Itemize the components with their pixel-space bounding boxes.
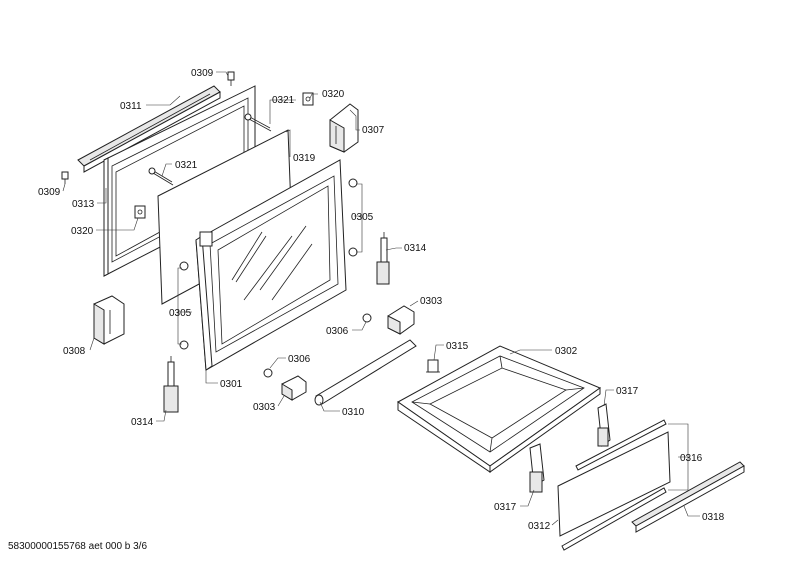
part-0314-hinge-right (376, 232, 390, 285)
part-0314-hinge-left (163, 356, 179, 413)
label-0306-left: 0306 (288, 354, 311, 365)
label-0320-top: 0320 (322, 89, 345, 100)
part-0308-bracket (93, 295, 125, 345)
label-0317-right: 0317 (616, 386, 639, 397)
label-0302: 0302 (555, 346, 578, 357)
part-0320-clip-top (302, 92, 314, 106)
part-0309-screw-left (61, 171, 69, 184)
part-0306-nut-right (362, 313, 372, 323)
label-0303-left: 0303 (253, 402, 276, 413)
label-0315: 0315 (446, 341, 469, 352)
label-0305-right: 0305 (351, 212, 374, 223)
part-0303-guide-right (387, 305, 415, 335)
label-0309-top: 0309 (191, 68, 214, 79)
label-0312: 0312 (528, 521, 551, 532)
part-0301-door-frame (195, 159, 347, 371)
label-0305-left: 0305 (169, 308, 192, 319)
label-0317-left: 0317 (494, 502, 517, 513)
part-0307-bracket (329, 103, 359, 153)
label-0319: 0319 (293, 153, 316, 164)
part-0321-bolt-top (244, 113, 272, 132)
part-0316-rails (561, 419, 667, 551)
label-0307: 0307 (362, 125, 385, 136)
part-0318-strip (631, 461, 745, 533)
label-0321-mid: 0321 (175, 160, 198, 171)
part-labels: 0309 0311 0321 0320 0307 0319 0321 0309 … (38, 68, 725, 532)
leader-lines (62, 71, 700, 526)
label-0314-left: 0314 (131, 417, 154, 428)
label-0301: 0301 (220, 379, 243, 390)
label-0316: 0316 (680, 453, 703, 464)
label-0306-right: 0306 (326, 326, 349, 337)
label-0310: 0310 (342, 407, 365, 418)
label-0321-top: 0321 (272, 95, 295, 106)
part-0311-trim-strip (77, 85, 221, 173)
document-footer: 58300000155768 aet 000 b 3/6 (8, 541, 148, 552)
part-0317-bracket-left (529, 443, 545, 493)
part-0315-clip (426, 359, 440, 373)
part-0310-rod (314, 339, 417, 406)
part-0306-nut-left (263, 368, 273, 378)
part-0317-bracket-right (597, 403, 611, 447)
part-0305-spacers-right (348, 178, 358, 257)
part-0302-tray (397, 345, 602, 473)
label-0313: 0313 (72, 199, 95, 210)
label-0308: 0308 (63, 346, 86, 357)
part-0312-panel (557, 431, 671, 537)
label-0309-left: 0309 (38, 187, 61, 198)
label-0320-left: 0320 (71, 226, 94, 237)
label-0311: 0311 (120, 101, 142, 112)
label-0318: 0318 (702, 512, 725, 523)
part-0309-screw-top (227, 71, 235, 86)
part-0303-guide-left (281, 375, 307, 401)
label-0314-right: 0314 (404, 243, 427, 254)
part-0321-bolt-mid (148, 167, 174, 186)
label-0303-right: 0303 (420, 296, 443, 307)
part-0320-clip-left (134, 205, 146, 219)
